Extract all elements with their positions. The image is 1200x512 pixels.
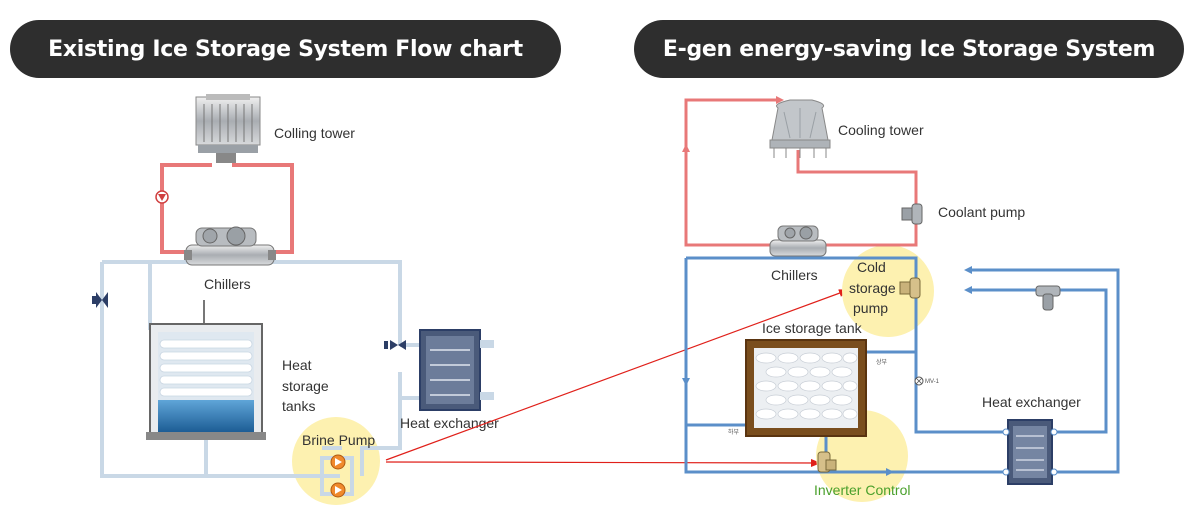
left-heat-exchanger-icon (419, 329, 494, 411)
left-hot-pipes (160, 163, 294, 254)
left-heat-exchanger-label: Heat exchanger (400, 415, 499, 431)
svg-text:tanks: tanks (282, 398, 315, 414)
coolant-pump-label: Coolant pump (938, 204, 1025, 220)
arrow-to-inverter-control (385, 458, 821, 467)
svg-text:Cold: Cold (857, 259, 886, 275)
cold-flow-arrow-right (886, 468, 894, 476)
right-heat-exchanger-label: Heat exchanger (982, 394, 1081, 410)
return-pump-icon (1035, 285, 1061, 311)
left-exchanger-valve-icon (384, 340, 406, 350)
left-cooling-tower-label: Colling tower (274, 125, 355, 141)
arrow-to-cold-storage-pump (385, 289, 849, 461)
right-cooling-tower-label: Cooling tower (838, 122, 924, 138)
left-cooling-tower-icon (195, 94, 261, 163)
right-hot-pipes (684, 98, 918, 247)
left-hot-loop-pump-icon (155, 190, 169, 204)
right-chillers-label: Chillers (771, 267, 818, 283)
svg-text:storage: storage (849, 280, 896, 296)
svg-text:storage: storage (282, 378, 329, 394)
left-heat-storage-tank-icon (146, 300, 266, 440)
left-diagram-title: Existing Ice Storage System Flow chart (10, 20, 561, 78)
inverter-pump-icon (817, 451, 837, 473)
mv1-valve-tag: MV-1 (925, 379, 940, 385)
hot-flow-arrow-top (776, 96, 784, 104)
coolant-pump-icon (901, 203, 923, 225)
tank-upper-tag: 상부 (876, 358, 888, 366)
svg-text:Heat: Heat (282, 357, 312, 373)
brine-pump-icon (320, 454, 354, 498)
right-cooling-tower-icon (769, 99, 831, 158)
hot-flow-arrow (682, 144, 690, 152)
cold-storage-pump-highlight (842, 245, 934, 337)
cold-flow-arrow-return2 (964, 286, 972, 294)
left-chiller-icon (184, 226, 276, 266)
mv1-valve-icon (914, 376, 924, 386)
ice-storage-tank-icon (745, 339, 867, 437)
cold-storage-pump-icon (899, 277, 921, 299)
brine-pump-label: Brine Pump (302, 432, 375, 448)
left-heat-storage-tanks-label: Heat storage tanks (282, 357, 329, 414)
svg-text:pump: pump (853, 300, 888, 316)
right-heat-exchanger-icon (1002, 419, 1058, 485)
cold-flow-arrow-down (682, 378, 690, 386)
ice-storage-tank-label: Ice storage tank (762, 320, 863, 336)
left-valve-icon (92, 292, 108, 308)
left-chillers-label: Chillers (204, 276, 251, 292)
right-chiller-icon (769, 225, 827, 257)
tank-lower-tag: 하부 (728, 428, 740, 436)
cold-flow-arrow-return1 (964, 266, 972, 274)
inverter-control-label: Inverter Control (814, 482, 910, 498)
cold-storage-pump-label: Cold storage pump (849, 259, 896, 316)
right-diagram-title: E-gen energy-saving Ice Storage System (634, 20, 1184, 78)
